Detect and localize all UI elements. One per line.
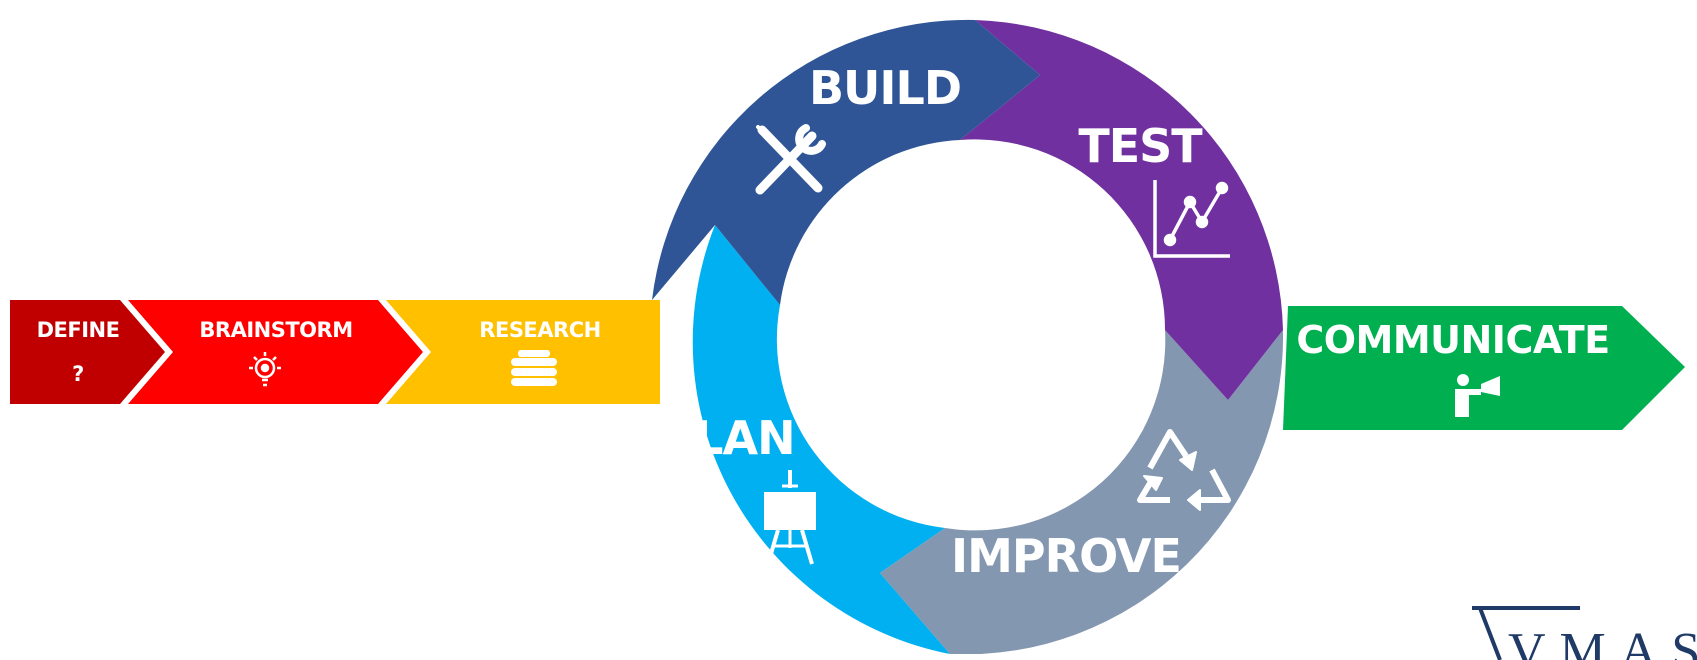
line-chart-icon — [1153, 180, 1230, 258]
build-segment — [652, 19, 1040, 306]
lightbulb-icon — [249, 352, 281, 387]
plan-segment — [692, 225, 950, 654]
communicate-chevron — [1283, 306, 1685, 430]
brainstorm-chevron — [128, 300, 423, 404]
easel-icon — [764, 470, 816, 565]
improve-segment — [880, 330, 1284, 654]
presenter-icon — [1455, 374, 1500, 417]
test-segment — [960, 20, 1283, 400]
books-icon — [511, 350, 557, 386]
recycle-icon — [1137, 429, 1231, 511]
vmasc-logo: VMASC — [1470, 600, 1697, 660]
define-chevron — [10, 300, 165, 404]
tools-icon — [755, 124, 826, 195]
logo-mark — [1472, 606, 1580, 660]
logo-text: VMASC — [1508, 623, 1697, 660]
